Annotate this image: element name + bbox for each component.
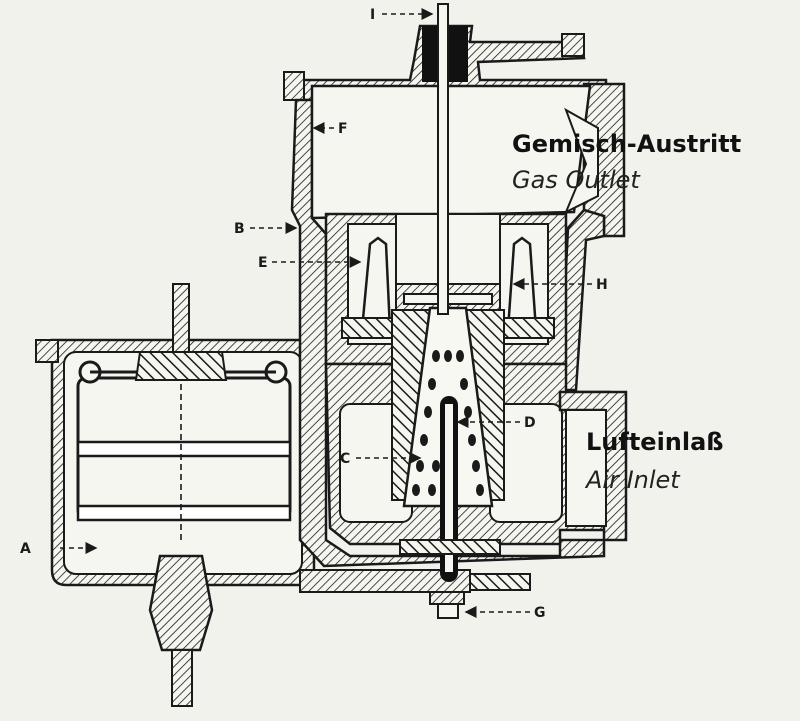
gas-outlet-caption-english: Gas Outlet [512, 166, 640, 194]
label-G: G [534, 605, 546, 621]
float [76, 360, 292, 522]
fuel-passage [299, 569, 531, 593]
float-chamber [35, 283, 316, 707]
label-leaders [60, 8, 592, 618]
air-inlet-caption-english: Air Inlet [586, 466, 680, 494]
air-inlet-caption-german: Lufteinlaß [586, 428, 724, 456]
label-D: D [524, 415, 536, 431]
label-H: H [596, 277, 608, 293]
gas-outlet-caption-german: Gemisch-Austritt [512, 130, 742, 158]
label-E: E [258, 255, 268, 271]
control-rod [429, 3, 465, 619]
cone-injector [391, 306, 505, 582]
label-C: C [340, 451, 350, 467]
part-labels: A B C D E F G H I [20, 7, 608, 621]
label-A: A [20, 541, 31, 557]
label-F: F [338, 121, 348, 137]
label-I: I [370, 7, 375, 23]
label-B: B [234, 221, 245, 237]
